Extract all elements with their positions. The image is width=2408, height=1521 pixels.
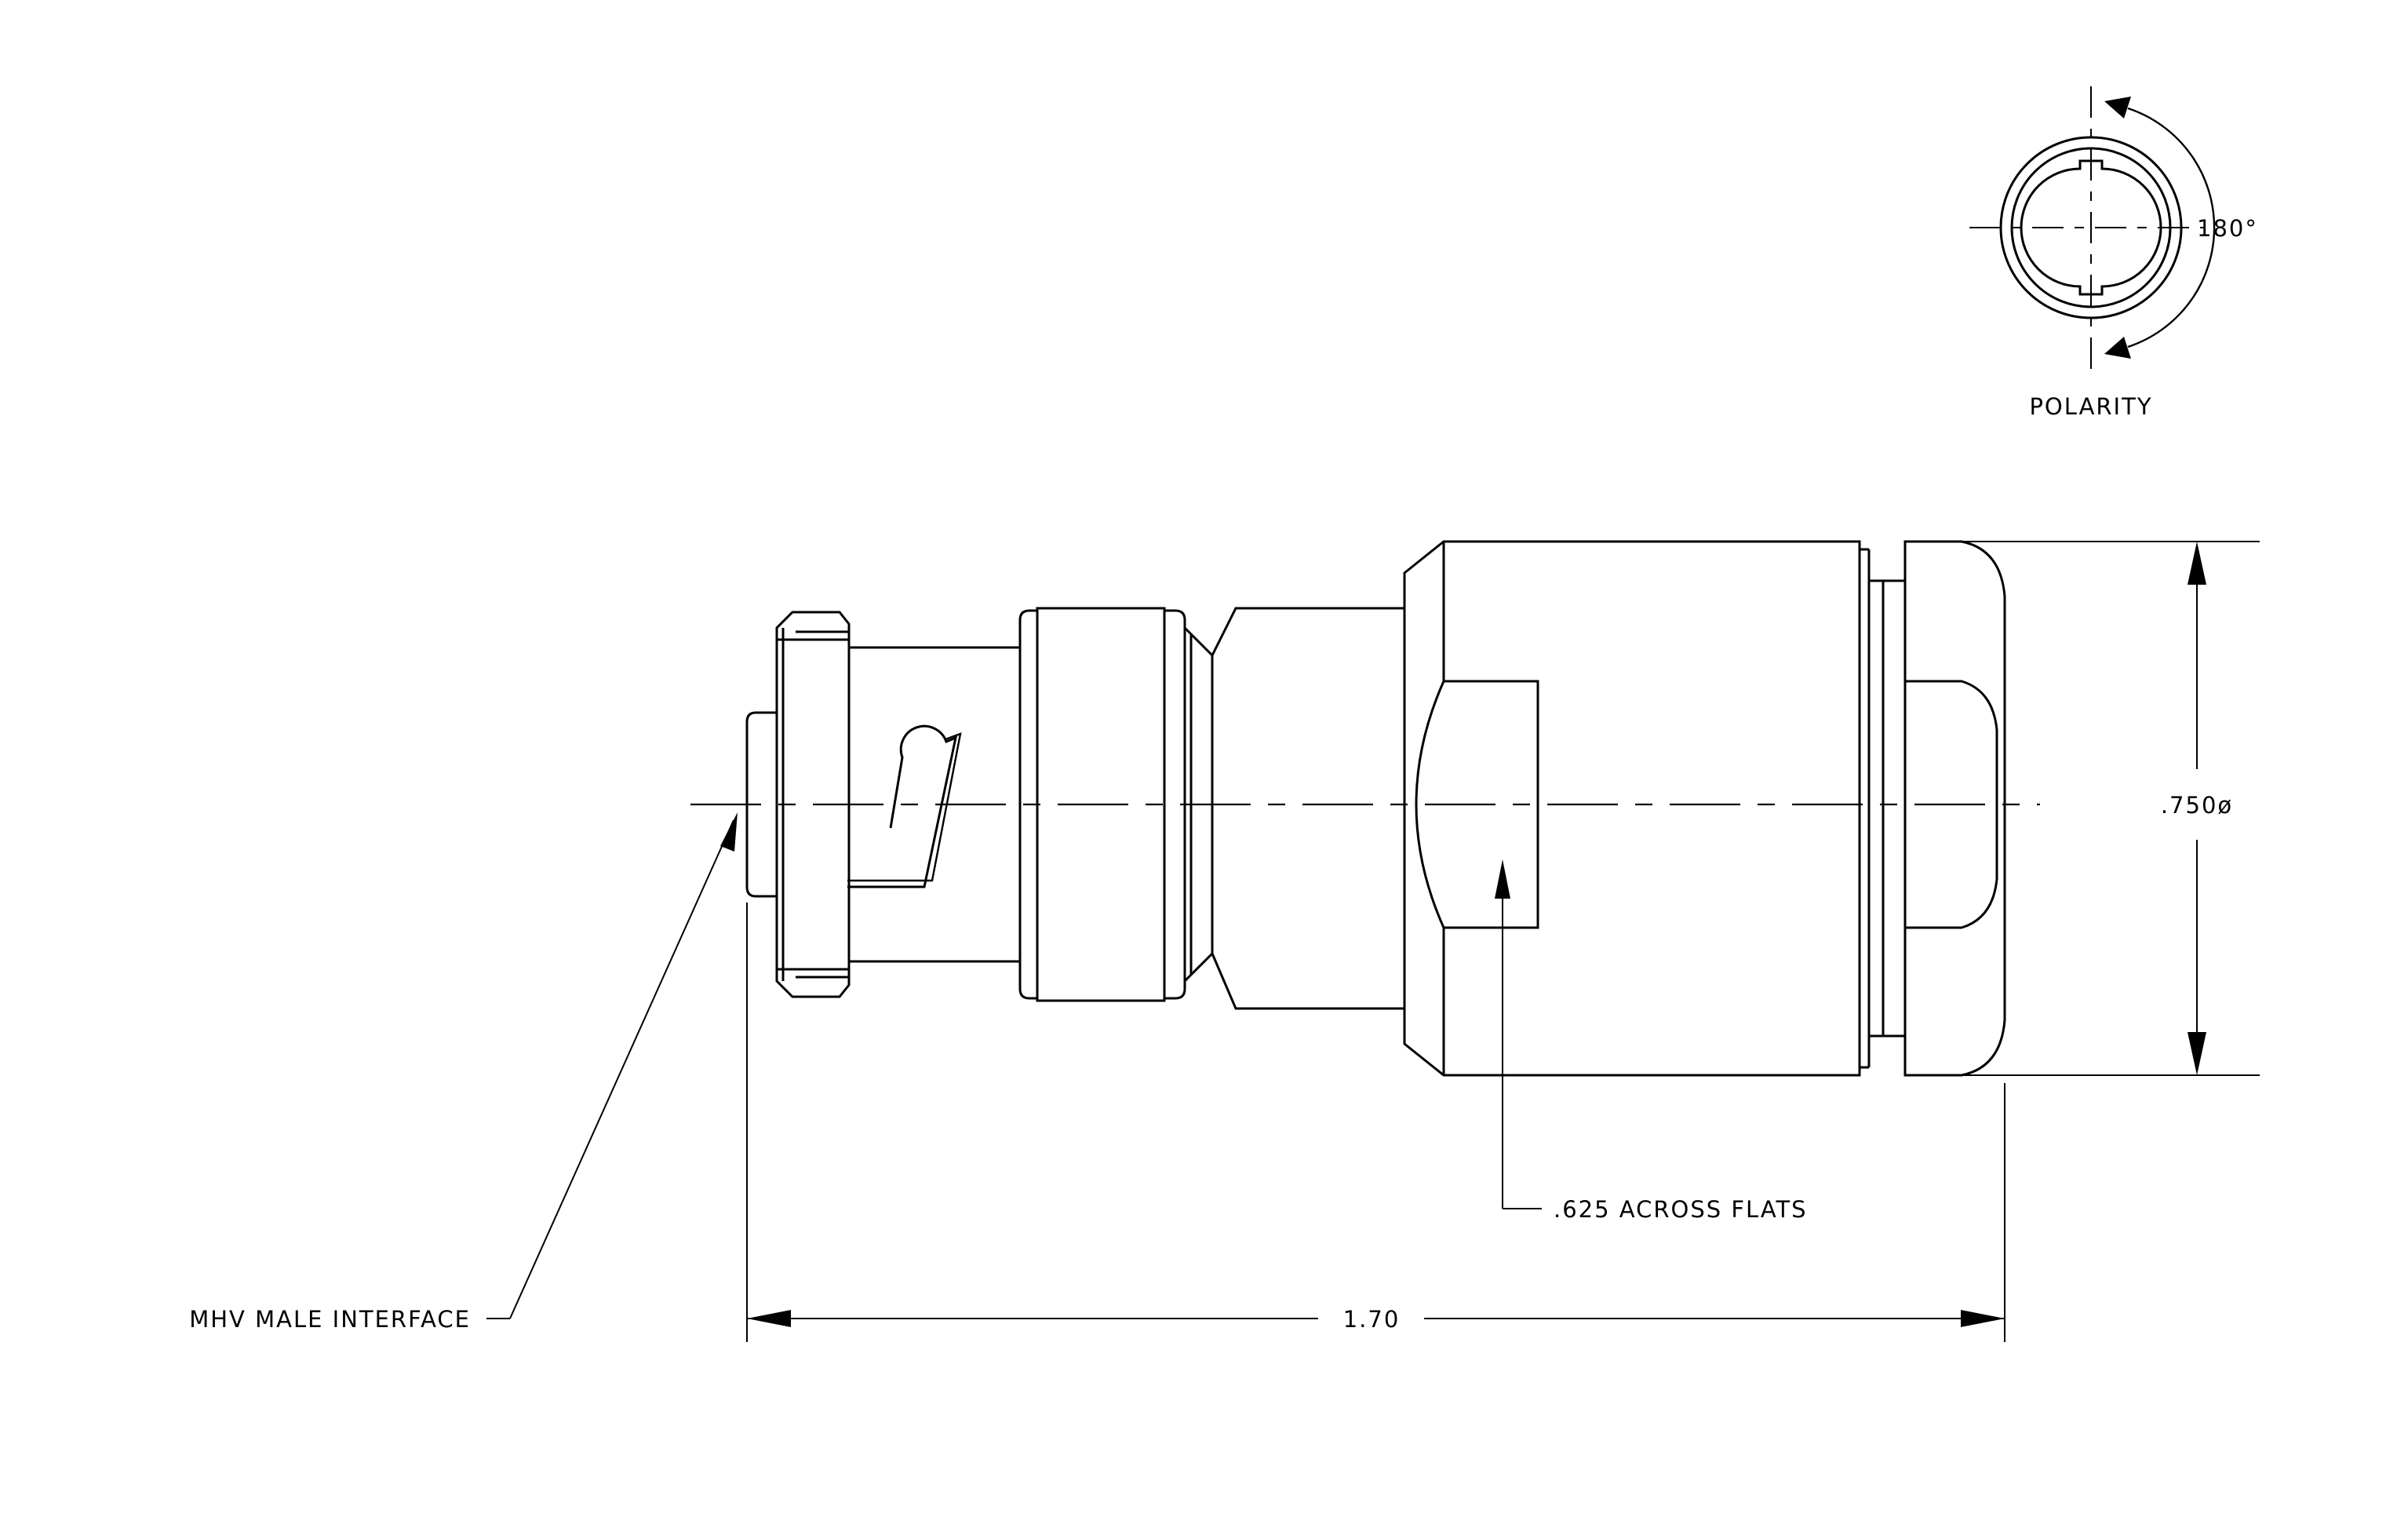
dim-arrow-top — [2188, 542, 2206, 585]
bayonet-flange — [775, 611, 851, 998]
dimension-diameter: .750ø — [1962, 541, 2260, 1076]
neck-taper — [1183, 626, 1214, 983]
hex-flat — [1444, 680, 1539, 929]
polarity-label: POLARITY — [2029, 393, 2152, 420]
length-arrow-left — [747, 1310, 791, 1327]
dimension-overall-length: 1.70 — [746, 903, 2005, 1342]
polarity-view: 180° POLARITY — [1969, 86, 2258, 420]
rear-clamp-nut — [1903, 540, 2006, 1077]
interface-callout: MHV MALE INTERFACE — [189, 812, 738, 1333]
dimension-across-flats: .625 ACROSS FLATS — [1495, 859, 1808, 1223]
diameter-label: .750ø — [2161, 792, 2233, 819]
polarity-rotation-arc — [2127, 107, 2216, 348]
across-flats-label: .625 ACROSS FLATS — [1554, 1196, 1808, 1223]
hex-body — [1403, 540, 1861, 1077]
rear-nut-flat — [1905, 680, 1998, 929]
polarity-keyed-bore — [2020, 159, 2162, 296]
neck-body — [1211, 607, 1406, 1010]
polarity-outer-circle — [1999, 136, 2183, 319]
mhv-pin — [745, 711, 777, 898]
coupling-rear-ring — [1164, 609, 1186, 1000]
polarity-arrow-bottom — [2104, 337, 2131, 359]
hex-flat-curve — [1415, 680, 1445, 928]
polarity-inner-circle — [2010, 147, 2172, 308]
bayonet-j-slot — [847, 724, 958, 888]
overall-length-label: 1.70 — [1343, 1306, 1401, 1333]
interface-leader-arrow — [720, 812, 738, 852]
interface-leader-diagonal — [509, 819, 734, 1319]
interface-label: MHV MALE INTERFACE — [189, 1306, 471, 1333]
rear-collar — [1867, 579, 1907, 1038]
polarity-angle-label: 180° — [2197, 215, 2258, 242]
dim-arrow-bottom — [2188, 1032, 2206, 1075]
connector-side-view — [690, 540, 2040, 1077]
polarity-arrow-top — [2104, 97, 2131, 119]
flats-leader-arrow — [1495, 859, 1510, 899]
bayonet-j-slot-edge — [847, 732, 962, 882]
length-arrow-right — [1961, 1310, 2005, 1327]
